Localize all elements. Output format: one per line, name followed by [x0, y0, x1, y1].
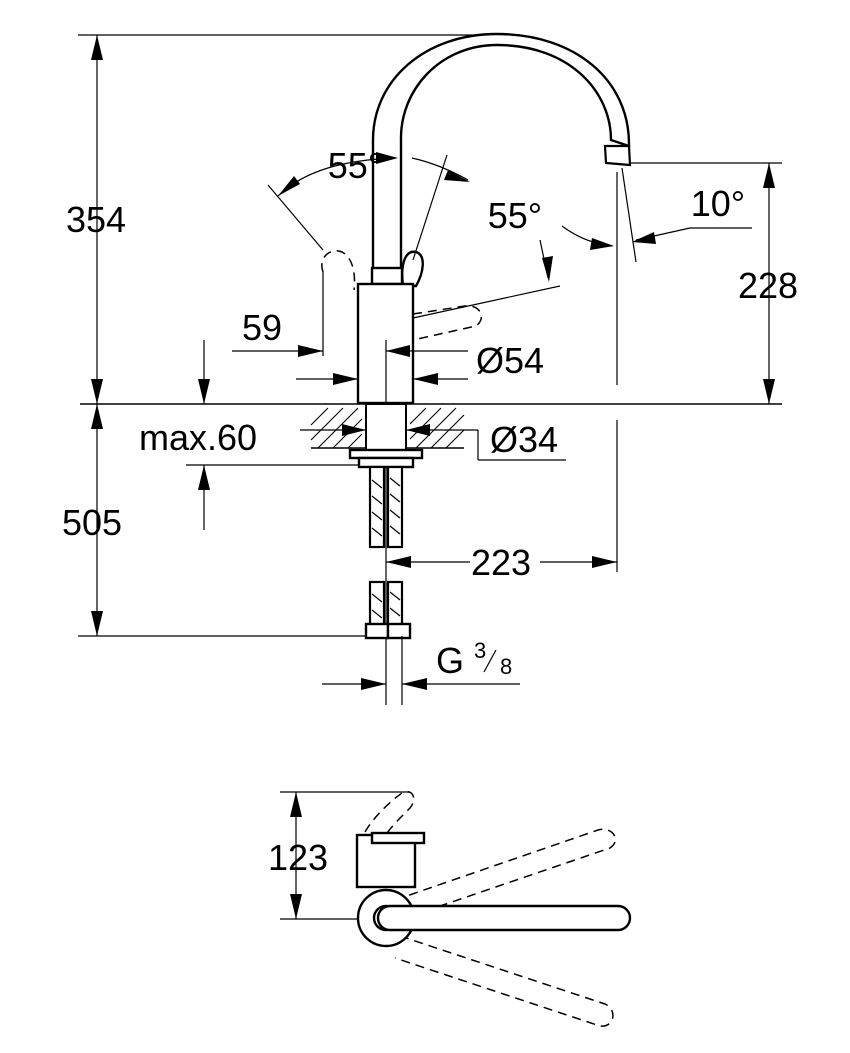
- angle-55-left-label: 55°: [328, 145, 382, 186]
- dim-max60-label: max.60: [139, 417, 257, 458]
- side-view: 354 505 228: [62, 32, 798, 705]
- dimension-d34: Ø34: [300, 419, 566, 461]
- dimension-g38: G 3 8: [322, 636, 520, 705]
- thread-g-label: G: [436, 640, 464, 681]
- thread-denominator: 8: [500, 654, 512, 679]
- dim-123-label: 123: [268, 837, 328, 878]
- dimension-228: 228: [738, 163, 798, 404]
- lever-right-ghost: [412, 305, 483, 341]
- spout-tilt-line: [621, 167, 637, 263]
- lever-ghost-top: [364, 791, 415, 837]
- angle-10-label: 10°: [691, 183, 745, 224]
- dimension-123: 123: [268, 792, 328, 919]
- dimension-59: 59: [232, 272, 324, 357]
- dimension-angle-55-right: 55°: [411, 154, 561, 319]
- lever: [401, 250, 424, 288]
- top-lever: [376, 904, 632, 932]
- dimension-angle-55-left: 55°: [267, 145, 398, 251]
- dimension-354: 354: [66, 35, 126, 404]
- dim-354-label: 354: [66, 199, 126, 240]
- supply-hoses: [364, 465, 412, 640]
- lever-ghost-up: [394, 828, 616, 919]
- dim-d54-label: Ø54: [476, 340, 544, 381]
- thread-numerator: 3: [474, 638, 486, 663]
- dim-228-label: 228: [738, 265, 798, 306]
- lever-ghost-down: [394, 935, 614, 1027]
- dim-223-label: 223: [471, 542, 531, 583]
- dimension-223: 223: [386, 542, 617, 583]
- dimension-max60: max.60: [139, 340, 360, 530]
- angle-55-right-label: 55°: [488, 195, 542, 236]
- dim-d34-label: Ø34: [490, 419, 558, 460]
- dim-59-label: 59: [242, 307, 282, 348]
- dim-505-label: 505: [62, 502, 122, 543]
- dimension-d54: Ø54: [296, 340, 544, 385]
- top-view: 123: [268, 791, 632, 1027]
- lever-left-ghost: [321, 250, 356, 291]
- dimension-505: 505: [62, 404, 122, 636]
- dimension-angle-10: 10°: [561, 183, 752, 250]
